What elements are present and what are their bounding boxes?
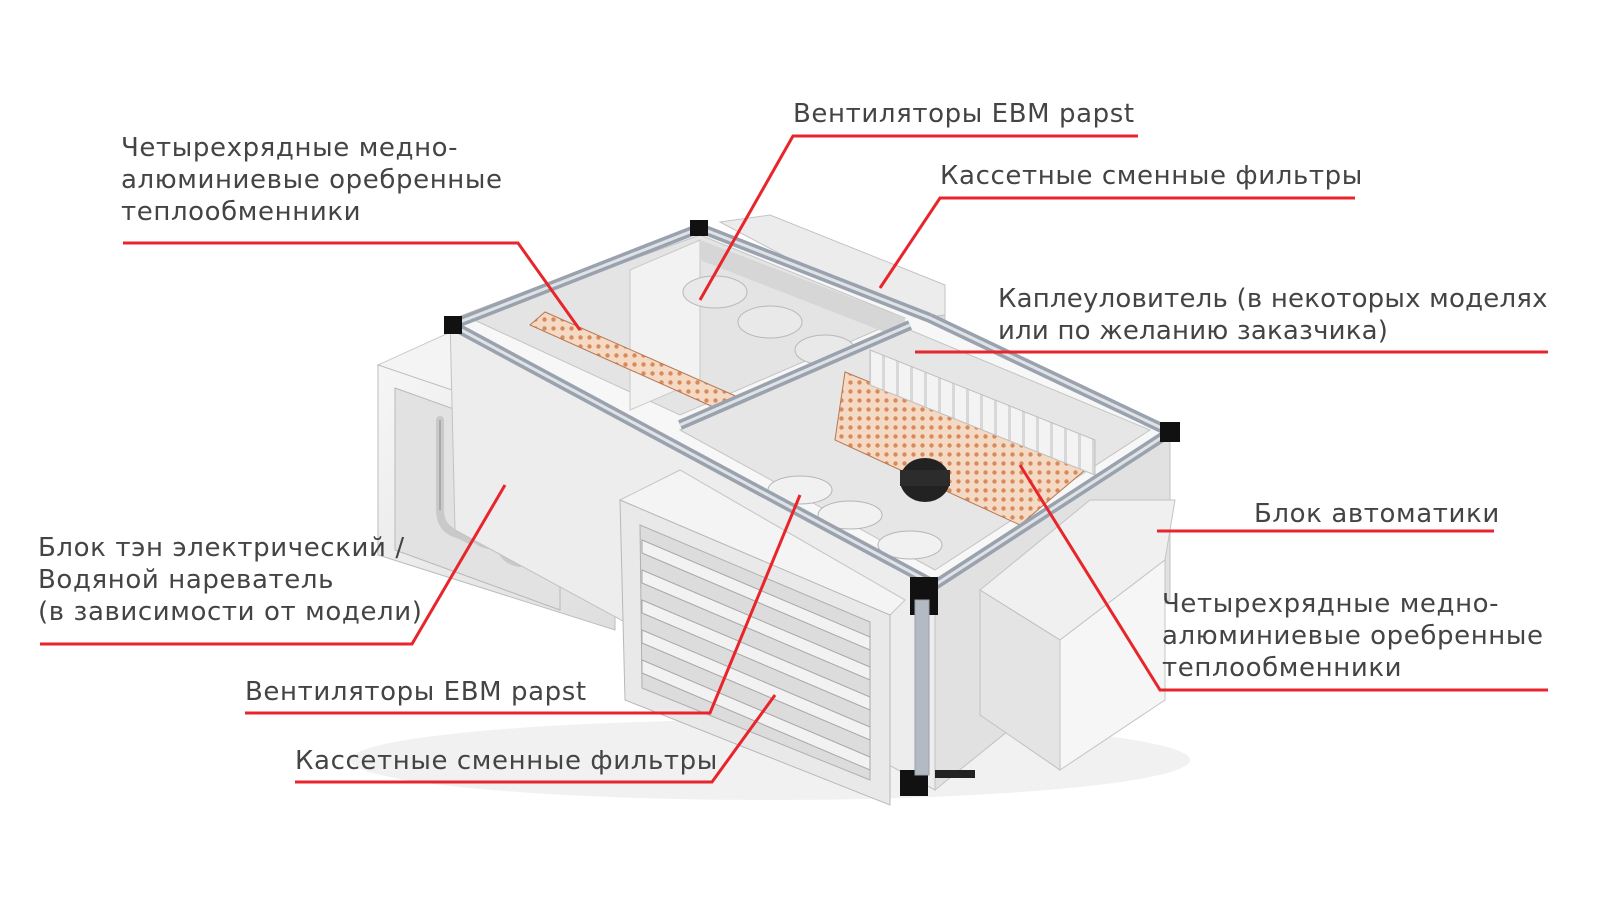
leader-heater [40, 484, 507, 646]
label-line: (в зависимости от модели) [38, 597, 423, 627]
label-line: Блок автоматики [1254, 499, 1500, 529]
leader-filters-top [878, 196, 1355, 289]
label-line: Четырехрядные медно- [1162, 589, 1500, 619]
label-line: Кассетные сменные фильтры [295, 746, 718, 776]
label-line: Водяной нареватель [38, 565, 335, 595]
label-line: алюминиевые оребренные [1162, 621, 1544, 651]
label-line: Вентиляторы EBM papst [793, 99, 1135, 129]
label-filters-bottom: Кассетные сменные фильтры [295, 745, 718, 777]
leader-lines [40, 134, 1548, 784]
leader-fans-top [698, 134, 1138, 301]
frame-corners [444, 220, 1180, 796]
label-line: теплообменники [1162, 653, 1403, 683]
label-heat-exchanger-right: Четырехрядные медно- алюминиевые оребрен… [1162, 588, 1544, 684]
label-heater: Блок тэн электрический / Водяной нареват… [38, 532, 423, 628]
label-line: Вентиляторы EBM papst [245, 677, 587, 707]
leader-fans-bottom [245, 494, 802, 715]
front-interior [678, 329, 1152, 571]
front-corner-post [914, 599, 930, 776]
leader-hex-top [123, 241, 582, 331]
label-line: теплообменники [121, 197, 362, 227]
label-droplet-eliminator: Каплеуловитель (в некоторых моделях или … [998, 283, 1548, 347]
label-line: Каплеуловитель (в некоторых моделях [998, 284, 1548, 314]
filter-box-front [618, 469, 906, 806]
leader-filters-bottom [295, 694, 777, 784]
label-heat-exchanger-top: Четырехрядные медно- алюминиевые оребрен… [121, 132, 503, 228]
leader-hex-right [1018, 464, 1548, 692]
label-fans-top: Вентиляторы EBM papst [793, 98, 1135, 130]
label-line: Кассетные сменные фильтры [940, 161, 1363, 191]
label-filters-top: Кассетные сменные фильтры [940, 160, 1363, 192]
label-line: Блок тэн электрический / [38, 533, 405, 563]
label-line: алюминиевые оребренные [121, 165, 503, 195]
label-line: или по желанию заказчика) [998, 316, 1389, 346]
automation-box [935, 499, 1176, 778]
label-fans-bottom: Вентиляторы EBM papst [245, 676, 587, 708]
label-line: Четырехрядные медно- [121, 133, 459, 163]
label-automation: Блок автоматики [1254, 498, 1500, 530]
